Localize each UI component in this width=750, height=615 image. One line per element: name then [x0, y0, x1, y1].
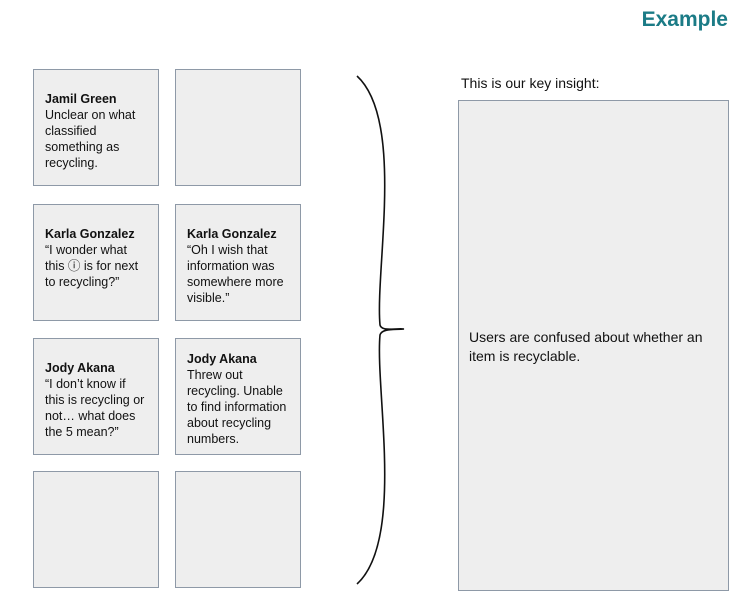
note-text: “I wonder what this ⓘ is for next to rec…: [45, 243, 139, 289]
note-text: “I don’t know if this is recycling or no…: [45, 377, 145, 439]
key-insight-text: Users are confused about whether an item…: [469, 329, 703, 364]
key-insight-box: Users are confused about whether an item…: [458, 100, 729, 591]
insight-label: This is our key insight:: [461, 75, 600, 91]
sticky-note: Jody Akana Threw out recycling. Unable t…: [175, 338, 301, 455]
sticky-note-empty: [175, 471, 301, 588]
sticky-note: Karla Gonzalez “I wonder what this ⓘ is …: [33, 204, 159, 321]
sticky-note: Jamil Green Unclear on what classified s…: [33, 69, 159, 186]
page-title: Example: [641, 8, 728, 31]
note-text: Threw out recycling. Unable to find info…: [187, 368, 287, 446]
curly-brace-icon: [356, 75, 405, 585]
note-text: Unclear on what classified something as …: [45, 108, 136, 170]
note-author: Jody Akana: [45, 361, 115, 375]
note-author: Jamil Green: [45, 92, 117, 106]
note-author: Karla Gonzalez: [45, 227, 135, 241]
note-author: Karla Gonzalez: [187, 227, 277, 241]
note-author: Jody Akana: [187, 352, 257, 366]
note-text: “Oh I wish that information was somewher…: [187, 243, 284, 305]
sticky-note: Karla Gonzalez “Oh I wish that informati…: [175, 204, 301, 321]
sticky-note: Jody Akana “I don’t know if this is recy…: [33, 338, 159, 455]
sticky-note-empty: [175, 69, 301, 186]
sticky-note-empty: [33, 471, 159, 588]
